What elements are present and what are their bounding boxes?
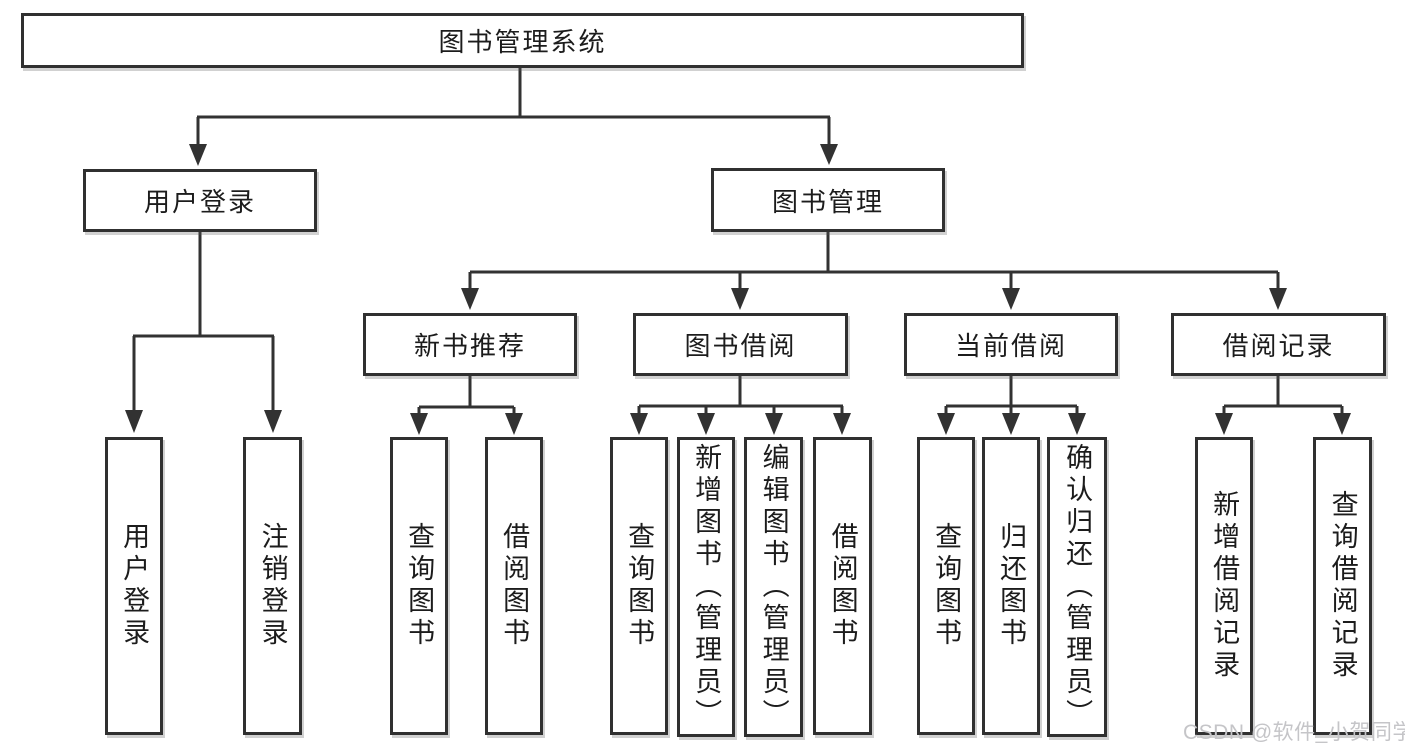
node-leaf-br-add-record: 新增借阅记录 (1195, 437, 1253, 735)
arrowheads-user-login-children (125, 410, 282, 433)
node-borrow-records-label: 借阅记录 (1222, 331, 1335, 361)
connector-new-book-children (417, 376, 516, 415)
node-leaf-cb-return-books: 归还图书 (982, 437, 1040, 735)
node-new-book-rec: 新书推荐 (363, 313, 577, 376)
arrowheads-new-book-children (410, 413, 523, 435)
connector-borrow-records-children (1222, 376, 1344, 415)
node-leaf-cb-return-books-label: 归还图书 (996, 522, 1027, 650)
node-new-book-rec-label: 新书推荐 (413, 331, 526, 361)
connector-user-login-children (132, 232, 275, 412)
node-user-login-label: 用户登录 (143, 187, 256, 217)
arrowheads-book-mgmt-children (461, 288, 1287, 310)
node-leaf-bb-query-books: 查询图书 (610, 437, 668, 735)
node-user-login: 用户登录 (83, 169, 317, 232)
node-book-mgmt-label: 图书管理 (771, 186, 884, 217)
node-leaf-user-login-label: 用户登录 (119, 522, 150, 650)
node-leaf-logout-label: 注销登录 (257, 522, 288, 650)
node-book-mgmt: 图书管理 (711, 168, 945, 232)
node-leaf-nb-query-books: 查询图书 (390, 437, 448, 735)
arrowheads-level2 (189, 144, 838, 166)
arrowheads-borrow-records-children (1215, 413, 1351, 435)
node-leaf-bb-add-books-admin-label: 新增图书（管理员） (691, 443, 722, 731)
node-borrow-records: 借阅记录 (1171, 313, 1386, 376)
connector-current-borrow-children (944, 376, 1079, 415)
node-leaf-br-query-record: 查询借阅记录 (1313, 437, 1372, 735)
watermark: CSDN @软件_小贺同学 (1183, 721, 1405, 744)
node-book-borrow-label: 图书借阅 (684, 331, 797, 361)
node-leaf-user-login: 用户登录 (105, 437, 163, 735)
node-leaf-br-query-record-label: 查询借阅记录 (1327, 490, 1358, 682)
node-root: 图书管理系统 (21, 13, 1024, 68)
node-leaf-bb-query-books-label: 查询图书 (624, 522, 655, 650)
node-leaf-br-add-record-label: 新增借阅记录 (1209, 490, 1240, 682)
node-leaf-nb-query-books-label: 查询图书 (404, 522, 435, 650)
node-leaf-nb-borrow-books-label: 借阅图书 (499, 522, 530, 650)
node-leaf-cb-confirm-return-admin: 确认归还（管理员） (1047, 437, 1107, 737)
connector-book-borrow-children (637, 376, 844, 415)
node-leaf-logout: 注销登录 (243, 437, 302, 735)
node-leaf-bb-borrow-books-label: 借阅图书 (827, 522, 858, 650)
node-leaf-nb-borrow-books: 借阅图书 (485, 437, 543, 735)
node-root-label: 图书管理系统 (438, 27, 607, 57)
arrowheads-book-borrow-children (630, 413, 851, 435)
connector-book-mgmt-children (468, 232, 1280, 290)
node-book-borrow: 图书借阅 (633, 313, 848, 376)
node-leaf-cb-query-books-label: 查询图书 (931, 522, 962, 650)
node-current-borrow: 当前借阅 (904, 313, 1118, 376)
node-leaf-cb-confirm-return-admin-label: 确认归还（管理员） (1062, 443, 1093, 731)
node-leaf-bb-add-books-admin: 新增图书（管理员） (677, 437, 735, 737)
node-leaf-bb-edit-books-admin-label: 编辑图书（管理员） (758, 443, 789, 731)
arrowheads-current-borrow-children (937, 413, 1086, 435)
node-current-borrow-label: 当前借阅 (954, 331, 1067, 361)
node-leaf-cb-query-books: 查询图书 (917, 437, 975, 735)
node-leaf-bb-edit-books-admin: 编辑图书（管理员） (744, 437, 803, 737)
connector-root-to-level2 (196, 68, 831, 146)
node-leaf-bb-borrow-books: 借阅图书 (813, 437, 872, 735)
